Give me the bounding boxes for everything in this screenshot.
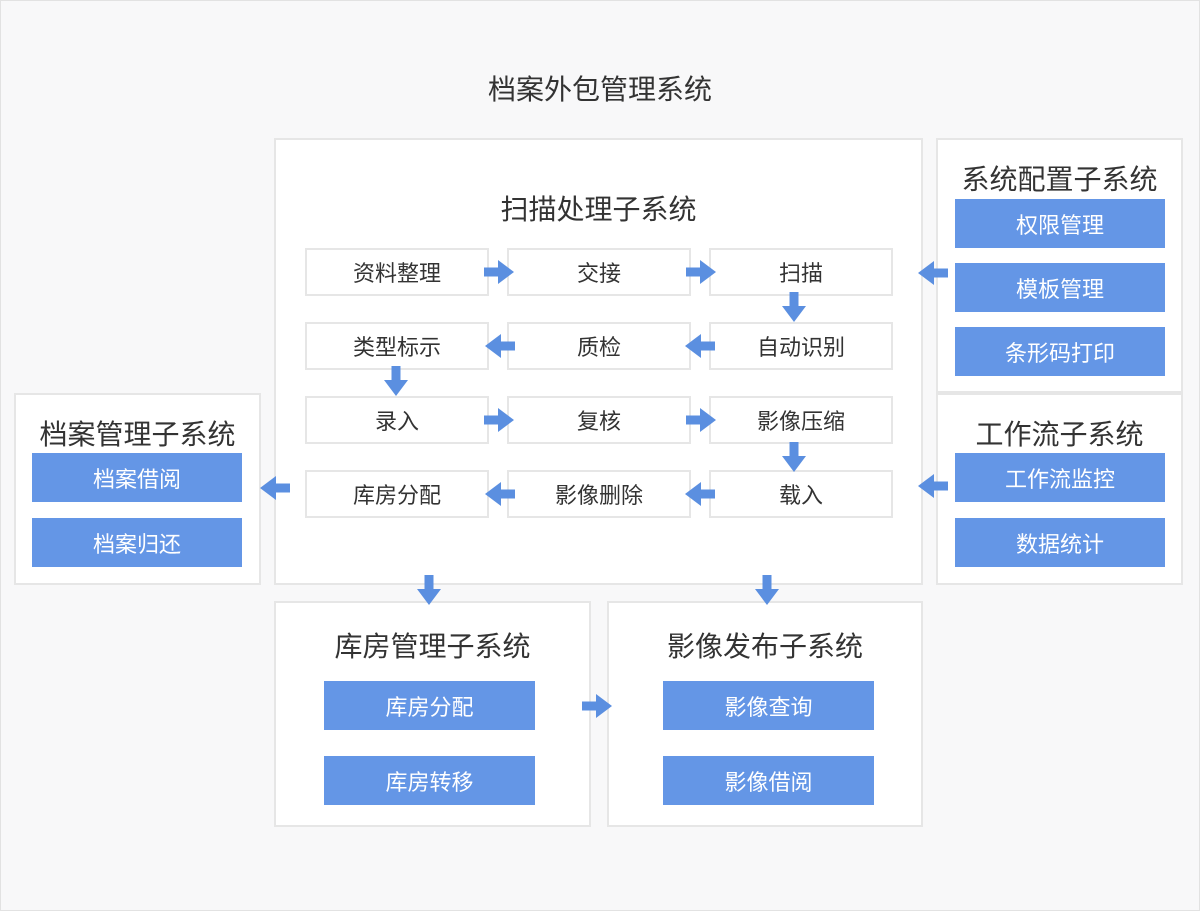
barcode-print-button[interactable]: 条形码打印 [955, 327, 1165, 376]
step-load: 载入 [709, 470, 893, 518]
diagram-title: 档案外包管理系统 [487, 73, 712, 106]
step-review: 复核 [507, 396, 691, 444]
step-data-sorting: 资料整理 [305, 248, 489, 296]
step-auto-recognition: 自动识别 [709, 322, 893, 370]
step-entry: 录入 [305, 396, 489, 444]
archive-return-button[interactable]: 档案归还 [32, 518, 242, 567]
archive-subsystem-title: 档案管理子系统 [39, 418, 236, 451]
image-borrow-button[interactable]: 影像借阅 [663, 756, 874, 805]
image-query-button[interactable]: 影像查询 [663, 681, 874, 730]
warehouse-transfer-button[interactable]: 库房转移 [324, 756, 535, 805]
archive-borrow-button[interactable]: 档案借阅 [32, 453, 242, 502]
scan-subsystem-title: 扫描处理子系统 [500, 193, 697, 226]
warehouse-allocation-button[interactable]: 库房分配 [324, 681, 535, 730]
workflow-subsystem-title: 工作流子系统 [975, 418, 1144, 451]
step-quality-check: 质检 [507, 322, 691, 370]
step-type-marking: 类型标示 [305, 322, 489, 370]
permission-management-button[interactable]: 权限管理 [955, 199, 1165, 248]
step-warehouse-allocation: 库房分配 [305, 470, 489, 518]
template-management-button[interactable]: 模板管理 [955, 263, 1165, 312]
step-image-deletion: 影像删除 [507, 470, 691, 518]
data-statistics-button[interactable]: 数据统计 [955, 518, 1165, 567]
config-subsystem-title: 系统配置子系统 [961, 163, 1158, 196]
step-handover: 交接 [507, 248, 691, 296]
step-scan: 扫描 [709, 248, 893, 296]
step-image-compression: 影像压缩 [709, 396, 893, 444]
warehouse-subsystem-title: 库房管理子系统 [334, 630, 531, 663]
image-subsystem-title: 影像发布子系统 [666, 630, 863, 663]
workflow-monitor-button[interactable]: 工作流监控 [955, 453, 1165, 502]
